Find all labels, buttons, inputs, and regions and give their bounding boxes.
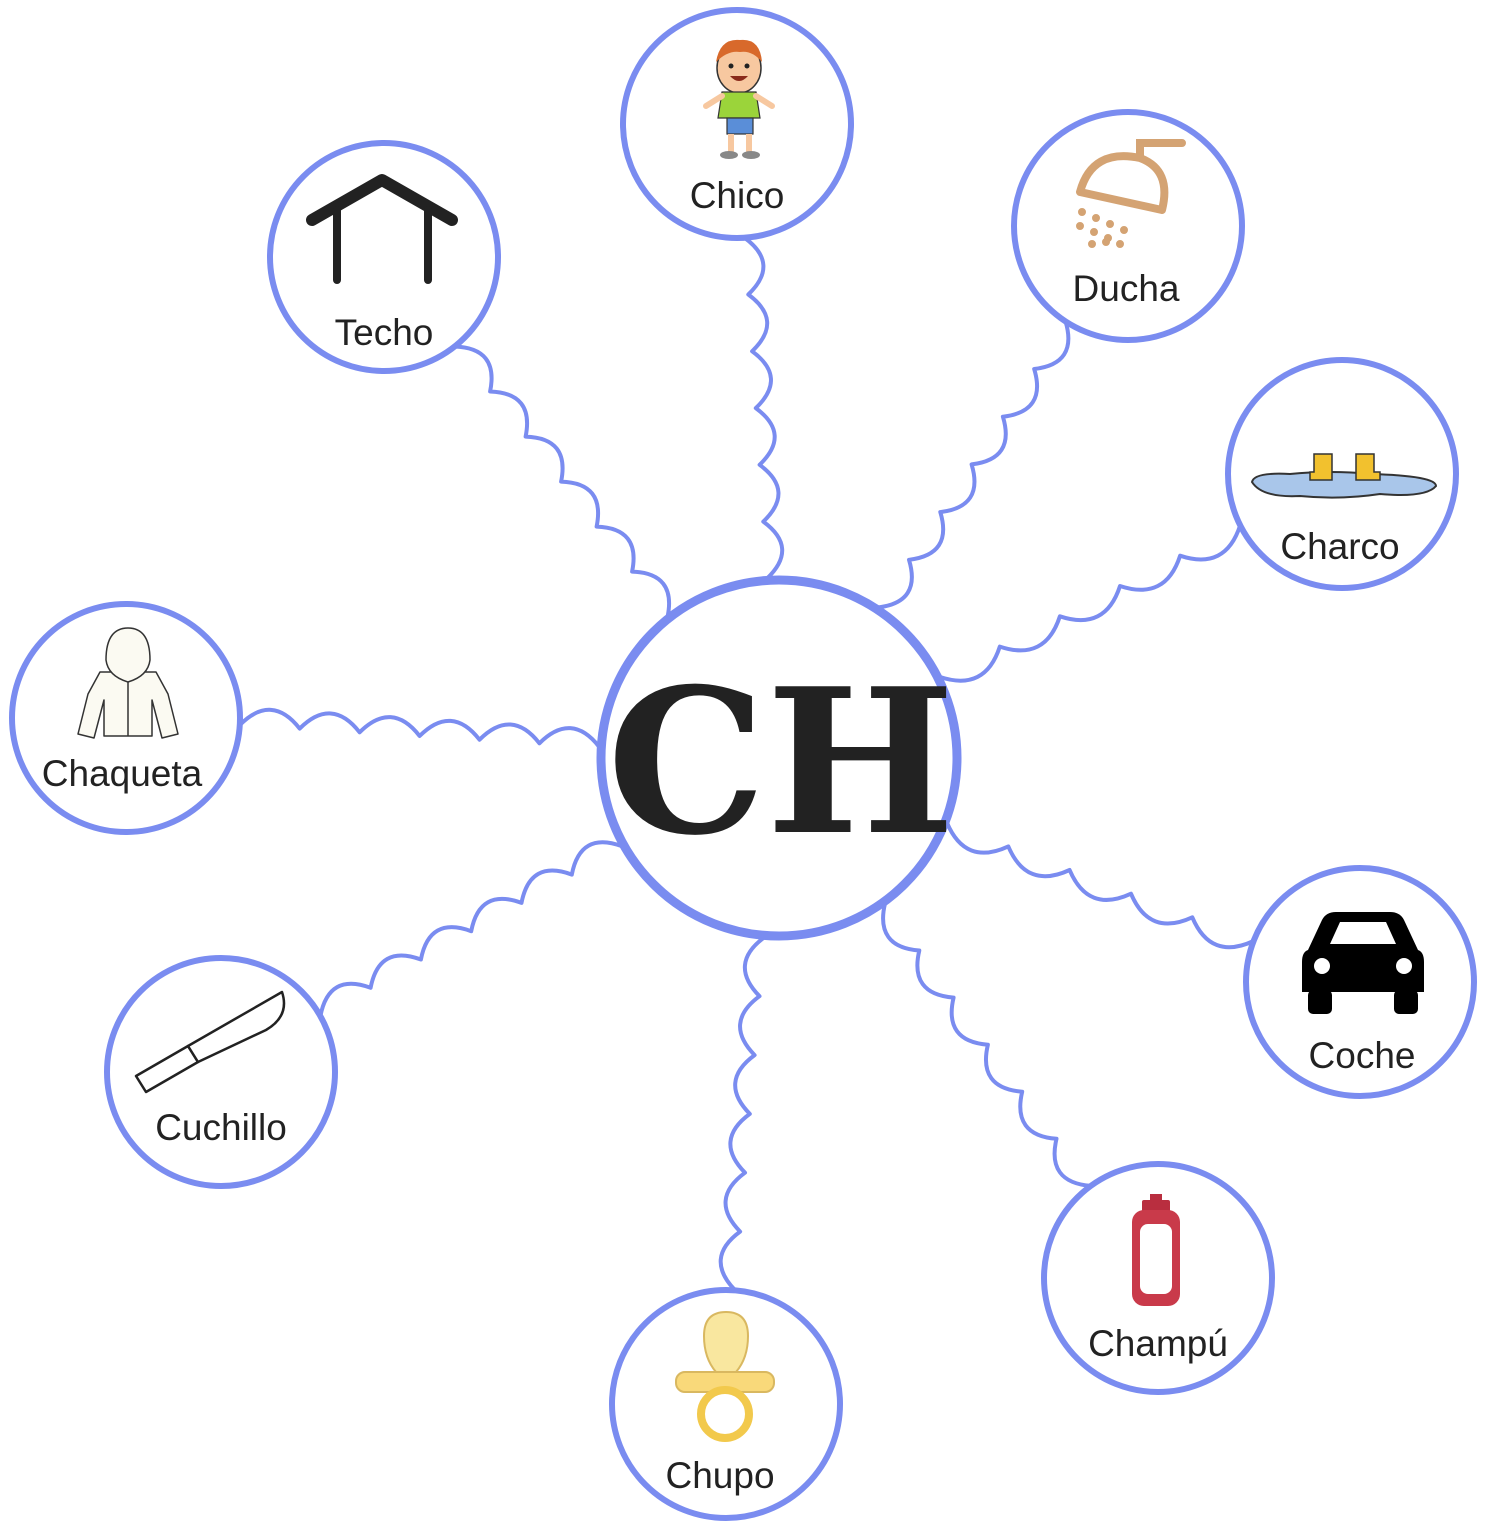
node-chupo: Chupo [609, 1287, 843, 1521]
node-cuchillo: Cuchillo [104, 955, 338, 1189]
label-ducha: Ducha [1073, 268, 1180, 309]
connector-coche [945, 820, 1256, 950]
label-charco: Charco [1280, 526, 1399, 567]
node-coche: Coche [1243, 865, 1477, 1099]
pacifier-icon [675, 1310, 775, 1442]
car-icon [1302, 912, 1424, 1014]
connector-cuchillo [318, 840, 625, 1019]
label-techo: Techo [335, 312, 434, 353]
knife-icon [134, 990, 286, 1094]
label-champu: Champú [1088, 1323, 1228, 1364]
label-chupo: Chupo [665, 1455, 774, 1496]
node-chico: Chico [620, 7, 854, 241]
roof-icon [306, 174, 458, 284]
node-champu: Champú [1041, 1161, 1275, 1395]
label-chaqueta: Chaqueta [42, 753, 203, 794]
shower-icon [1076, 139, 1186, 248]
node-techo: Techo [267, 140, 501, 374]
label-chico: Chico [690, 175, 785, 216]
connector-champu [881, 901, 1093, 1188]
shampoo-bottle-icon [1132, 1194, 1180, 1306]
puddle-boots-icon [1250, 453, 1438, 499]
connector-ducha [875, 319, 1071, 610]
center-ring [596, 575, 962, 941]
connectors [237, 235, 1256, 1293]
label-cuchillo: Cuchillo [155, 1107, 287, 1148]
node-charco: Charco [1225, 357, 1459, 591]
jacket-icon [77, 627, 179, 739]
node-chaqueta: Chaqueta [9, 601, 243, 835]
connector-chaqueta [237, 707, 602, 749]
boy-icon [703, 39, 775, 159]
label-coche: Coche [1309, 1035, 1416, 1076]
connector-techo [452, 344, 671, 619]
node-ducha: Ducha [1011, 109, 1245, 343]
center-node: CH [596, 575, 962, 941]
center-label: CH [607, 645, 955, 880]
connector-charco [937, 523, 1243, 683]
connector-chupo [718, 935, 767, 1293]
connector-chico [742, 235, 785, 581]
